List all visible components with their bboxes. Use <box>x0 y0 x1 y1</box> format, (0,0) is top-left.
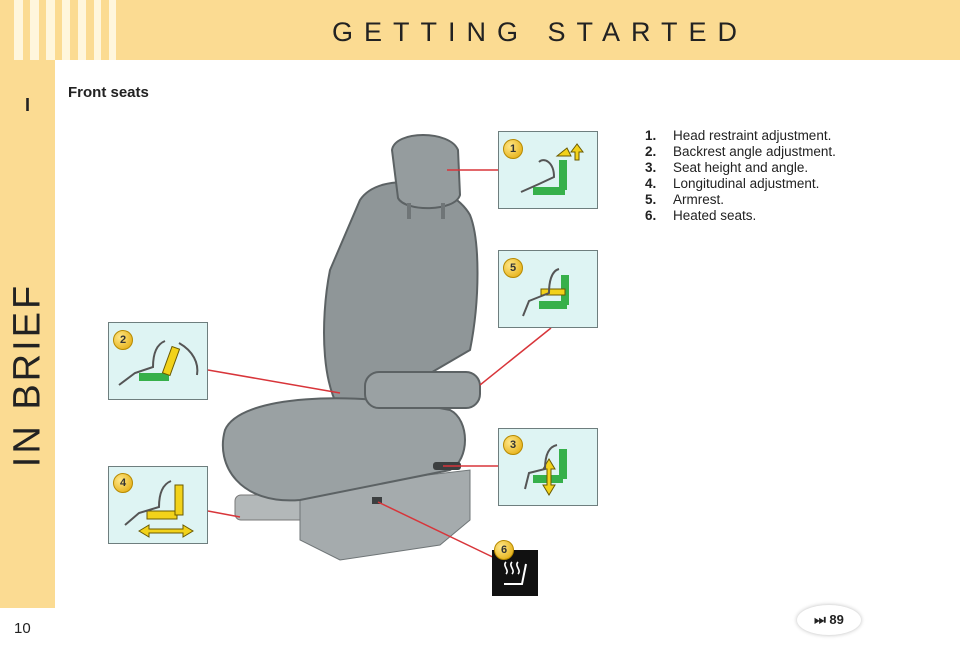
seat-cushion-shape <box>139 373 169 381</box>
head-restraint <box>392 135 460 208</box>
backrest-shape <box>559 449 567 479</box>
head-restraint-arrow-icon <box>557 148 571 156</box>
leader-line-5 <box>480 328 551 385</box>
legend-number: 2. <box>645 144 673 160</box>
up-arrow-icon <box>571 144 583 160</box>
callout-5: 5 <box>503 258 523 278</box>
legend-number: 4. <box>645 176 673 192</box>
legend-text: Longitudinal adjustment. <box>673 176 819 191</box>
legend-item: 1.Head restraint adjustment. <box>645 128 836 144</box>
legend-list: 1.Head restraint adjustment. 2.Backrest … <box>645 128 836 224</box>
page-reference-link[interactable]: ⏭ 89 <box>797 605 861 635</box>
legend-text: Armrest. <box>673 192 724 207</box>
legend-item: 3.Seat height and angle. <box>645 160 836 176</box>
legend-text: Heated seats. <box>673 208 756 223</box>
backrest-shape <box>175 485 183 515</box>
legend-item: 6.Heated seats. <box>645 208 836 224</box>
legend-number: 1. <box>645 128 673 144</box>
legend-text: Backrest angle adjustment. <box>673 144 836 159</box>
leader-line-2 <box>208 370 340 393</box>
legend-text: Head restraint adjustment. <box>673 128 831 143</box>
left-right-arrow-icon <box>139 525 193 537</box>
curved-arrow-icon <box>179 343 197 375</box>
legend-number: 6. <box>645 208 673 224</box>
callout-1: 1 <box>503 139 523 159</box>
legend-text: Seat height and angle. <box>673 160 808 175</box>
legend-item: 4.Longitudinal adjustment. <box>645 176 836 192</box>
legend-number: 3. <box>645 160 673 176</box>
seat-outline <box>504 564 526 584</box>
head-restraint-post <box>407 203 411 219</box>
callout-4: 4 <box>113 473 133 493</box>
backrest-shape <box>162 346 179 375</box>
callout-2: 2 <box>113 330 133 350</box>
seat-cushion-shape <box>147 511 177 519</box>
callout-3: 3 <box>503 435 523 455</box>
legend-number: 5. <box>645 192 673 208</box>
callout-6: 6 <box>494 540 514 560</box>
head-restraint-post <box>441 203 445 219</box>
backrest-shape <box>559 160 567 190</box>
armrest <box>365 372 480 408</box>
heat-waves <box>505 562 519 574</box>
seat-drawing <box>223 135 480 560</box>
legend-item: 5.Armrest. <box>645 192 836 208</box>
legend-item: 2.Backrest angle adjustment. <box>645 144 836 160</box>
